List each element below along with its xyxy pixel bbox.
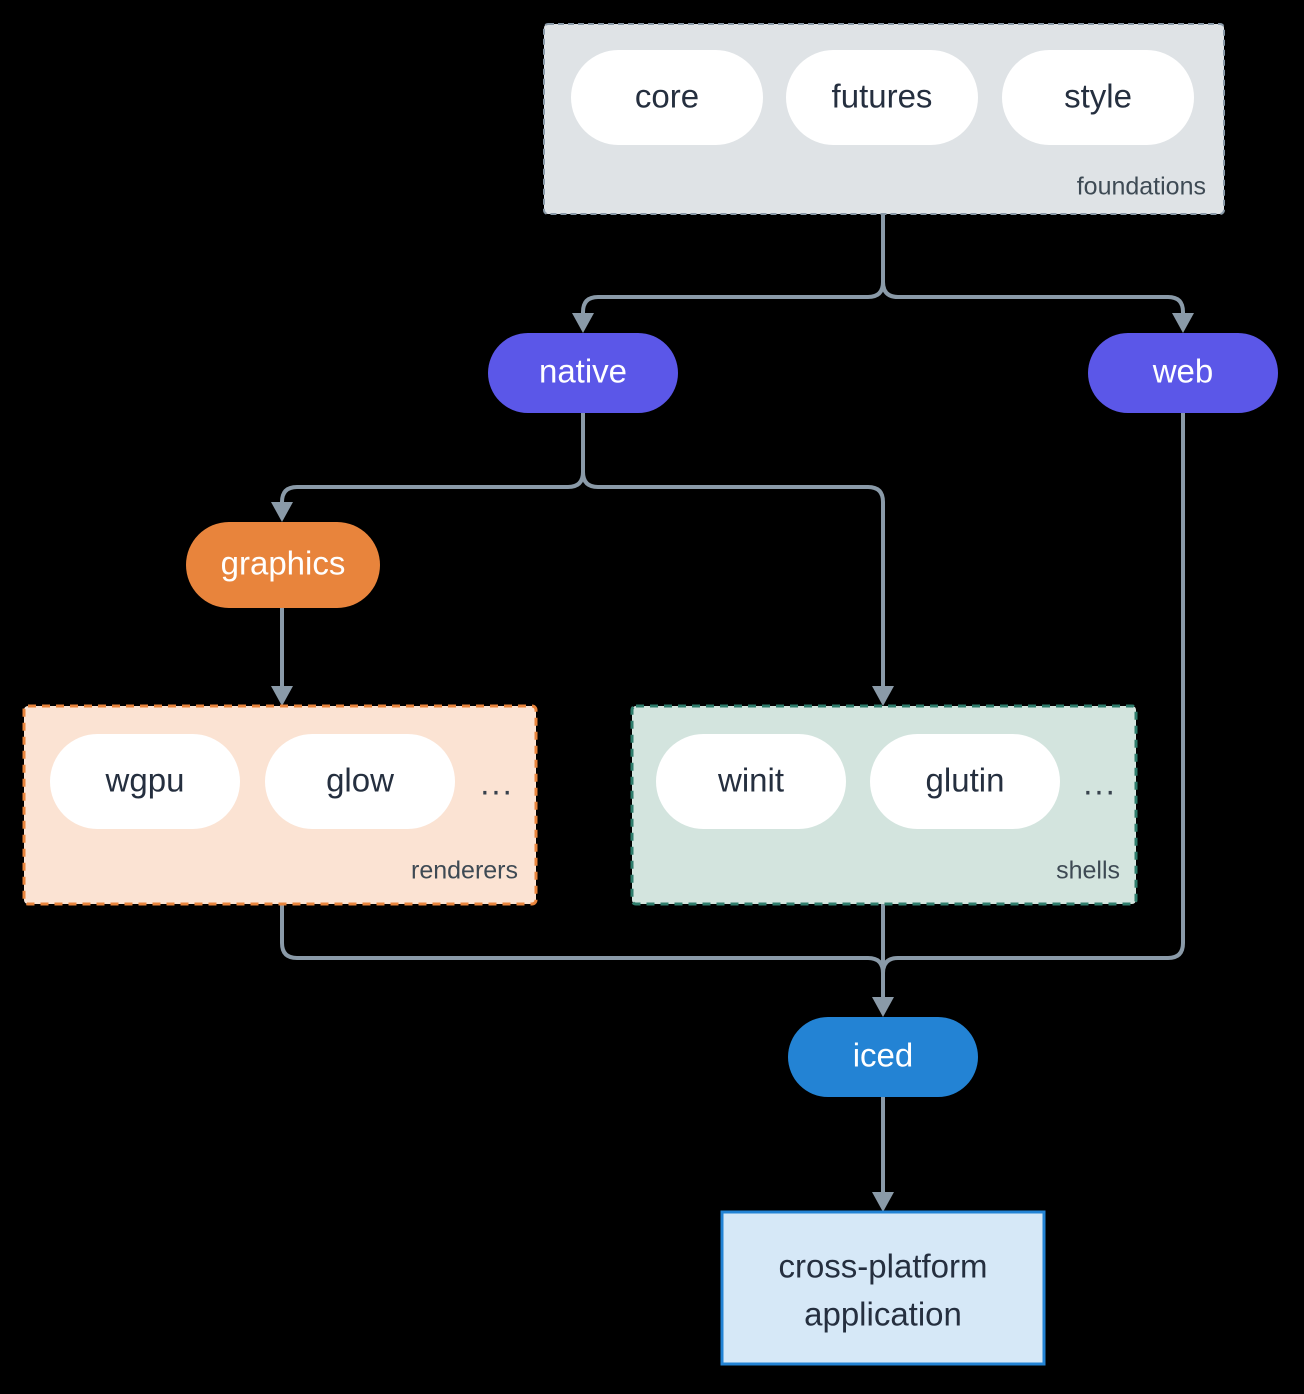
- node-application-label-line2: application: [804, 1296, 962, 1333]
- node-iced[interactable]: iced: [788, 1017, 978, 1097]
- shells-ellipsis: ...: [1083, 765, 1117, 802]
- node-native-label: native: [539, 353, 627, 390]
- leaf-winit-pill[interactable]: [656, 734, 846, 829]
- edge-foundations-to-web: [881, 212, 1185, 327]
- leaf-glutin-label: glutin: [926, 762, 1005, 799]
- leaf-winit[interactable]: winit: [656, 734, 846, 829]
- leaf-glow[interactable]: glow: [265, 734, 455, 829]
- leaf-winit-label: winit: [717, 762, 784, 799]
- edge-foundations-to-native-arrow: [572, 313, 594, 333]
- node-web[interactable]: web: [1088, 333, 1278, 413]
- edge-foundations-to-native: [581, 212, 885, 327]
- leaf-futures[interactable]: futures: [786, 50, 978, 145]
- leaf-style-label: style: [1064, 78, 1132, 115]
- leaf-futures-label: futures: [832, 78, 933, 115]
- group-foundations-label: foundations: [1077, 173, 1206, 201]
- leaf-glutin-pill[interactable]: [870, 734, 1060, 829]
- leaf-style-pill[interactable]: [1002, 50, 1194, 145]
- edge-renderers-to-iced: [280, 902, 885, 1011]
- edge-iced-to-application-arrow: [872, 1192, 894, 1212]
- group-foundations: core futures style foundations: [543, 23, 1225, 215]
- leaf-core[interactable]: core: [571, 50, 763, 145]
- group-renderers: wgpu glow ... renderers: [22, 704, 538, 906]
- leaf-wgpu-label: wgpu: [105, 762, 185, 799]
- edge-native-to-shells: [581, 411, 885, 700]
- group-shells: winit glutin ... shells: [630, 704, 1138, 906]
- node-web-label: web: [1152, 353, 1214, 390]
- node-application-label-line1: cross-platform: [778, 1248, 987, 1285]
- node-iced-pill[interactable]: [788, 1017, 978, 1097]
- edge-native-to-graphics-arrow: [271, 502, 293, 522]
- group-shells-label: shells: [1056, 857, 1120, 885]
- renderers-ellipsis: ...: [480, 765, 514, 802]
- leaf-wgpu[interactable]: wgpu: [50, 734, 240, 829]
- node-native-pill[interactable]: [488, 333, 678, 413]
- node-graphics-label: graphics: [221, 545, 346, 582]
- edge-web-to-iced: [881, 411, 1185, 1011]
- leaf-glow-label: glow: [326, 762, 394, 799]
- node-application[interactable]: cross-platform application: [720, 1210, 1046, 1366]
- node-graphics[interactable]: graphics: [186, 522, 380, 608]
- edge-native-to-graphics: [280, 411, 585, 516]
- node-web-pill[interactable]: [1088, 333, 1278, 413]
- edge-foundations-to-web-arrow: [1172, 313, 1194, 333]
- leaf-wgpu-pill[interactable]: [50, 734, 240, 829]
- leaf-style[interactable]: style: [1002, 50, 1194, 145]
- edges-layer: [271, 212, 1194, 1212]
- group-renderers-label: renderers: [411, 857, 518, 885]
- leaf-futures-pill[interactable]: [786, 50, 978, 145]
- leaf-glow-pill[interactable]: [265, 734, 455, 829]
- leaf-glutin[interactable]: glutin: [870, 734, 1060, 829]
- node-native[interactable]: native: [488, 333, 678, 413]
- leaf-core-pill[interactable]: [571, 50, 763, 145]
- node-iced-label: iced: [853, 1037, 914, 1074]
- edge-graphics-to-renderers-arrow: [271, 686, 293, 706]
- node-graphics-pill[interactable]: [186, 522, 380, 608]
- leaf-core-label: core: [635, 78, 699, 115]
- node-application-box[interactable]: [720, 1210, 1046, 1366]
- edge-native-to-shells-arrow: [872, 686, 894, 706]
